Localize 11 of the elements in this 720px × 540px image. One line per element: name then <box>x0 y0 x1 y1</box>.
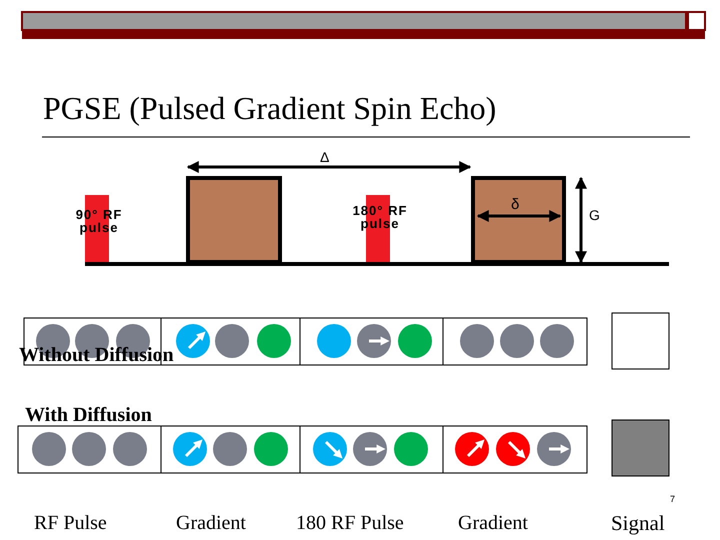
column-label: Gradient <box>176 513 246 533</box>
slide-title: PGSE (Pulsed Gradient Spin Echo) <box>43 92 496 124</box>
column-label: Signal <box>611 513 665 534</box>
column-label: 180 RF Pulse <box>296 513 404 533</box>
dimension-label: δ <box>511 197 520 212</box>
dimension-label: G <box>589 208 600 222</box>
column-label: RF Pulse <box>34 513 107 533</box>
row-label: With Diffusion <box>25 405 152 425</box>
column-label: Gradient <box>458 513 528 533</box>
page-number: 7 <box>670 495 676 504</box>
dimension-label: Δ <box>320 150 330 164</box>
